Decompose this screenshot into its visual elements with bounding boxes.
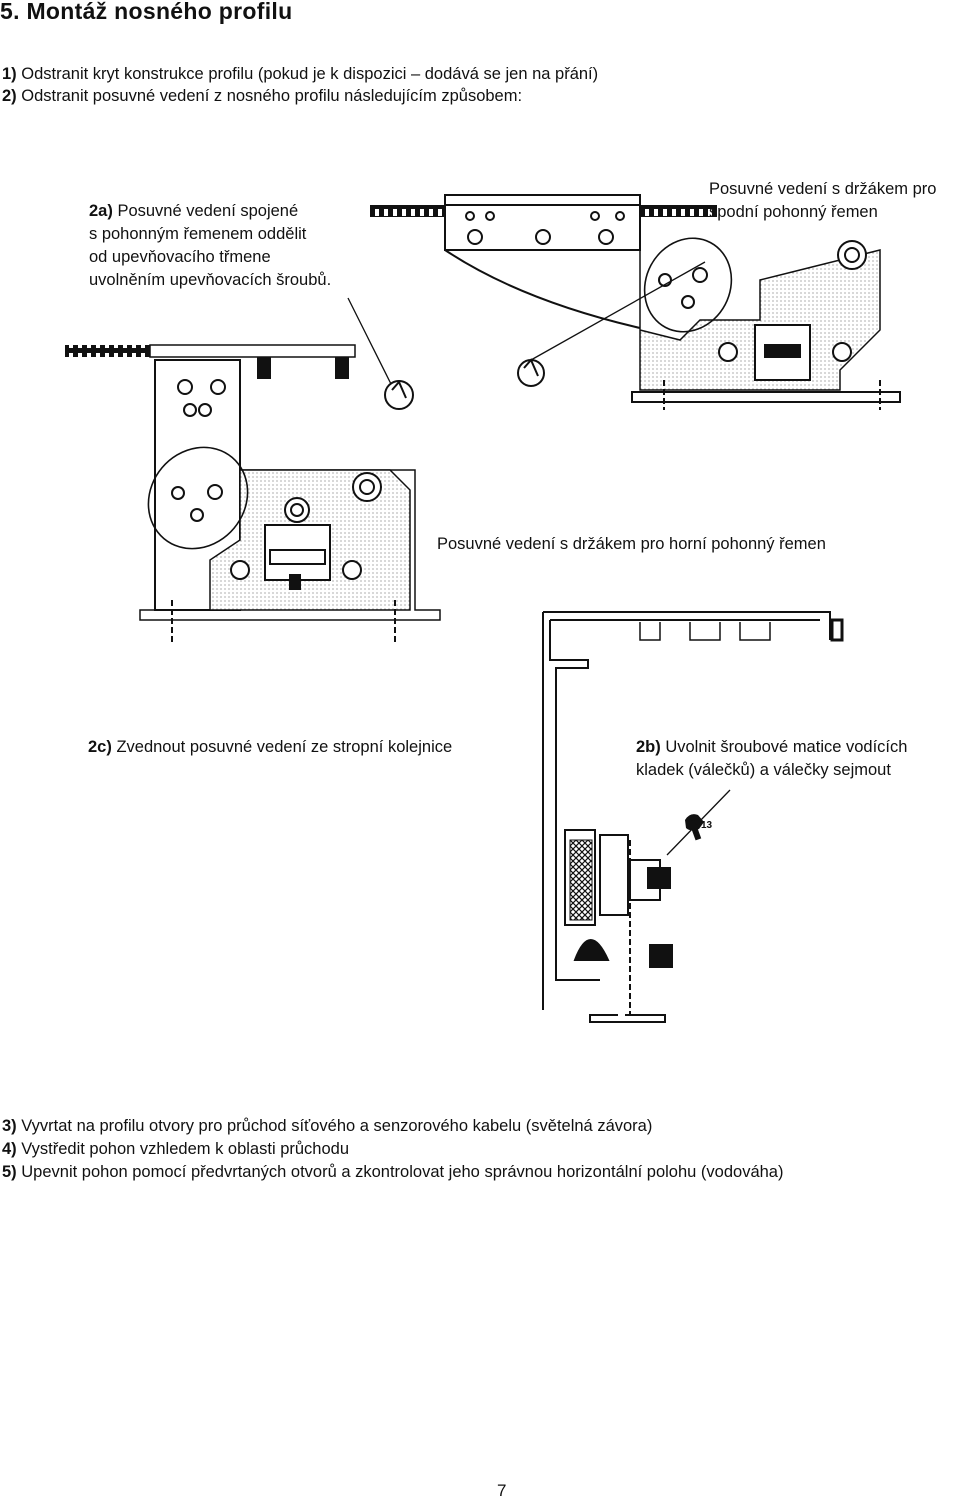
- step-1: 1) Odstranit kryt konstrukce profilu (po…: [2, 65, 599, 83]
- step-4: 4) Vystředit pohon vzhledem k oblasti pr…: [2, 1140, 350, 1158]
- step-2: 2) Odstranit posuvné vedení z nosného pr…: [2, 87, 523, 105]
- profile-cross-section-drawing: [542, 611, 844, 1023]
- svg-text:13: 13: [701, 820, 713, 831]
- step-5: 5) Upevnit pohon pomocí předvrtaných otv…: [2, 1163, 784, 1181]
- caption-lower-belt: Posuvné vedení s držákem pro spodní poho…: [709, 180, 937, 221]
- upper-belt-carriage-drawing: [65, 344, 441, 645]
- lower-belt-carriage-drawing: [370, 194, 901, 410]
- hex-key-icon: [384, 358, 545, 410]
- step-2c-caption: 2c) Zvednout posuvné vedení ze stropní k…: [88, 738, 453, 756]
- step-3: 3) Vyvrtat na profilu otvory pro průchod…: [2, 1117, 653, 1135]
- section-heading: 5. Montáž nosného profilu: [0, 0, 293, 24]
- wrench-13-icon: 13: [666, 789, 731, 856]
- page-number: 7: [497, 1481, 507, 1500]
- step-2a-caption: 2a) Posuvné vedení spojené s pohonným ře…: [89, 202, 332, 289]
- leader-lines-upper: [347, 261, 706, 389]
- caption-upper-belt: Posuvné vedení s držákem pro horní pohon…: [437, 535, 826, 553]
- step-2b-caption: 2b) Uvolnit šroubové matice vodících kla…: [636, 738, 908, 779]
